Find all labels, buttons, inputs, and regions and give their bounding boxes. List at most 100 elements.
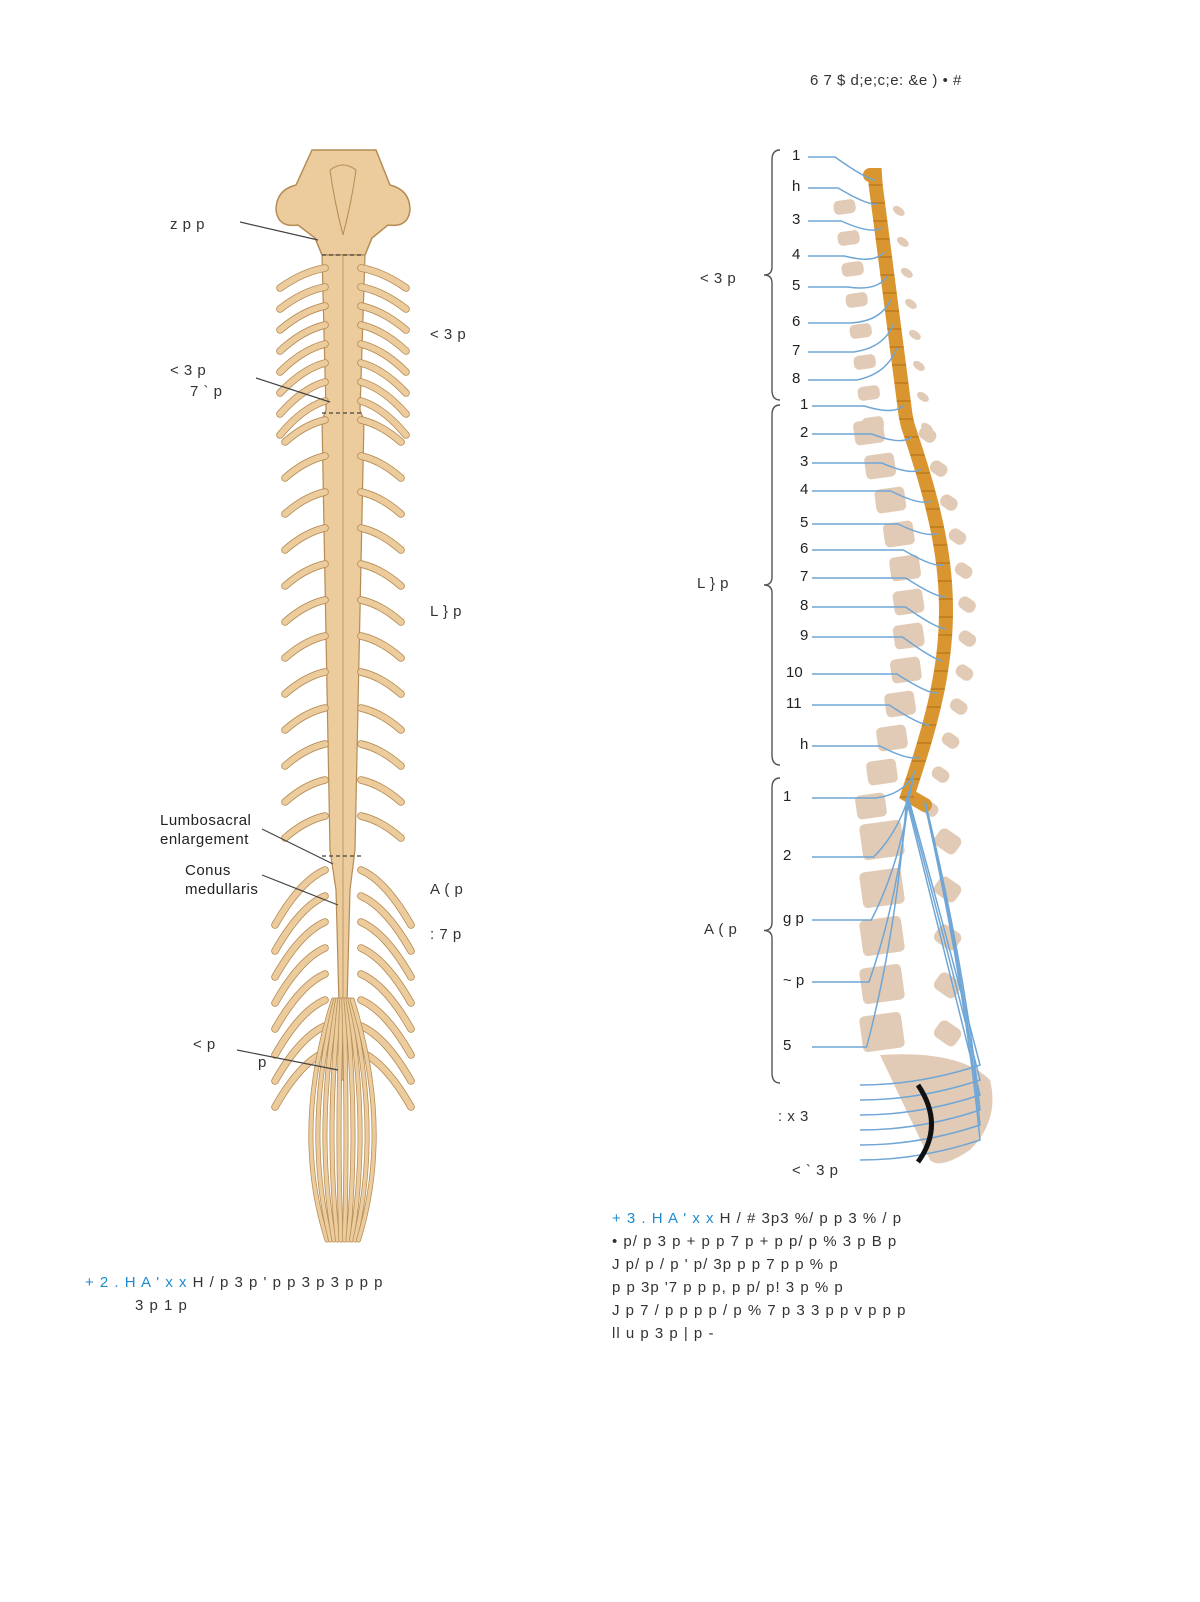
spinal-nerve bbox=[282, 525, 328, 553]
cauda-equina-label-2: p bbox=[258, 1054, 267, 1071]
spinal-nerve bbox=[358, 379, 409, 417]
spinal-nerve bbox=[358, 633, 404, 661]
thoracic-nerves-label: L } p bbox=[430, 603, 462, 620]
nerve-root-line bbox=[812, 577, 946, 598]
cervical-nerve-number: 3 bbox=[792, 211, 801, 228]
right-figure-caption: + 3 . H A ' x x H / # 3p3 %/ p p 3 % / p… bbox=[612, 1207, 1172, 1345]
nerve-root-line bbox=[859, 800, 981, 1131]
cervical-nerve-number: 7 bbox=[792, 342, 801, 359]
thoracic-nerve-number: 2 bbox=[800, 424, 809, 441]
vertebral-body bbox=[849, 323, 872, 339]
spinous-process bbox=[892, 205, 905, 216]
spinal-nerve bbox=[358, 919, 414, 980]
vertebral-body bbox=[866, 758, 898, 786]
spinal-nerve bbox=[358, 398, 409, 438]
spinal-nerve bbox=[282, 417, 328, 445]
spinal-nerve bbox=[358, 945, 414, 1006]
leader-line bbox=[261, 874, 339, 906]
spinal-nerve bbox=[277, 398, 328, 438]
vertebral-body bbox=[853, 354, 876, 370]
cauda-equina-root bbox=[346, 998, 362, 1242]
vertebral-body bbox=[892, 622, 925, 650]
lumbosacral-enlargement-line1: Lumbosacral bbox=[160, 812, 252, 829]
leader-line bbox=[236, 1049, 339, 1071]
spinous-process bbox=[949, 698, 968, 715]
nerve-root-line bbox=[808, 251, 885, 260]
spinous-process bbox=[940, 494, 958, 511]
region-brace bbox=[763, 404, 781, 766]
spinous-process bbox=[909, 329, 921, 340]
spinous-process bbox=[948, 528, 967, 545]
cauda-equina-label: < p bbox=[193, 1036, 216, 1053]
spinous-process bbox=[941, 732, 960, 749]
right-caption-line3: J p/ p / p ' p/ 3p p p 7 p p % p bbox=[612, 1256, 839, 1273]
cauda-equina-root bbox=[330, 998, 342, 1242]
spinal-nerve bbox=[358, 867, 414, 928]
vertebral-body bbox=[892, 588, 925, 616]
vertebral-body bbox=[853, 418, 885, 446]
spinous-process bbox=[955, 664, 974, 681]
right-caption-line1: H / # 3p3 %/ p p 3 % / p bbox=[719, 1210, 903, 1227]
spinal-nerve bbox=[358, 1023, 414, 1084]
nerve-root-line bbox=[808, 275, 889, 289]
vertebral-body bbox=[859, 867, 905, 909]
spinal-nerve bbox=[358, 813, 404, 841]
spinal-nerve bbox=[277, 360, 328, 396]
nerve-root-line bbox=[812, 704, 930, 726]
left-caption-figno: + 2 . H A ' x x bbox=[85, 1274, 188, 1291]
spinal-nerve bbox=[277, 284, 328, 312]
cervical-nerve-number: 4 bbox=[792, 246, 801, 263]
nerve-root-line bbox=[859, 804, 981, 1161]
spinous-process bbox=[931, 766, 950, 783]
nerve-root-line bbox=[808, 347, 898, 381]
cauda-equina-root bbox=[309, 998, 336, 1242]
spinal-nerve bbox=[282, 561, 328, 589]
spinous-process bbox=[896, 236, 909, 247]
lumbar-nerve-number: g p bbox=[783, 910, 804, 927]
left-caption-line1: H / p 3 p ' p p 3 p 3 p p p bbox=[192, 1274, 384, 1291]
cauda-equina-root bbox=[350, 998, 376, 1242]
spinal-nerve bbox=[358, 341, 409, 375]
spinal-nerve bbox=[282, 633, 328, 661]
spinal-nerve bbox=[282, 669, 328, 697]
vertebral-body bbox=[890, 656, 922, 684]
nerve-root-line bbox=[812, 606, 946, 630]
spinal-nerve bbox=[358, 997, 414, 1058]
spinal-nerve bbox=[282, 777, 328, 805]
left-figure-caption: + 2 . H A ' x x H / p 3 p ' p p 3 p 3 p … bbox=[85, 1271, 605, 1317]
cauda-equina-root bbox=[337, 998, 344, 1242]
leader-line bbox=[261, 828, 334, 865]
vertebral-body bbox=[889, 554, 921, 582]
nerve-root-line bbox=[812, 490, 932, 503]
spinal-nerve bbox=[282, 489, 328, 517]
spinous-process bbox=[900, 267, 913, 278]
spinous-process bbox=[933, 828, 962, 855]
thoracic-nerve-number: 9 bbox=[800, 627, 809, 644]
nerve-root-line bbox=[812, 797, 908, 1048]
vertebral-body bbox=[845, 292, 868, 308]
lumbar-region-label: A ( p bbox=[704, 921, 738, 938]
lumbosacral-enlargement-line2: enlargement bbox=[160, 831, 249, 848]
thoracic-nerve-number: 8 bbox=[800, 597, 809, 614]
conus-medullaris-label: Conus medullaris bbox=[185, 861, 258, 899]
nerve-root-line bbox=[859, 802, 981, 1146]
lumbar-nerves-label: A ( p bbox=[430, 881, 464, 898]
nerve-root-line bbox=[812, 745, 921, 759]
lumbar-nerve-number: ~ p bbox=[783, 972, 805, 989]
spinal-nerve bbox=[358, 303, 409, 333]
cervical-nerves-label: < 3 p bbox=[430, 326, 467, 343]
vertebral-body bbox=[841, 261, 864, 277]
thoracic-nerve-number: 4 bbox=[800, 481, 809, 498]
cervical-nerve-number: h bbox=[792, 178, 801, 195]
right-caption-line6: ll u p 3 p | p - bbox=[612, 1325, 715, 1342]
region-brace bbox=[763, 777, 781, 1084]
spinous-process bbox=[917, 391, 929, 402]
spinous-process bbox=[905, 298, 917, 309]
cervical-nerve-number: 1 bbox=[792, 147, 801, 164]
brainstem-label: z p p bbox=[170, 216, 206, 233]
nerve-root-line bbox=[812, 462, 923, 473]
spinal-nerve bbox=[282, 597, 328, 625]
brainstem-detail bbox=[329, 164, 357, 236]
spinous-process bbox=[933, 924, 962, 951]
